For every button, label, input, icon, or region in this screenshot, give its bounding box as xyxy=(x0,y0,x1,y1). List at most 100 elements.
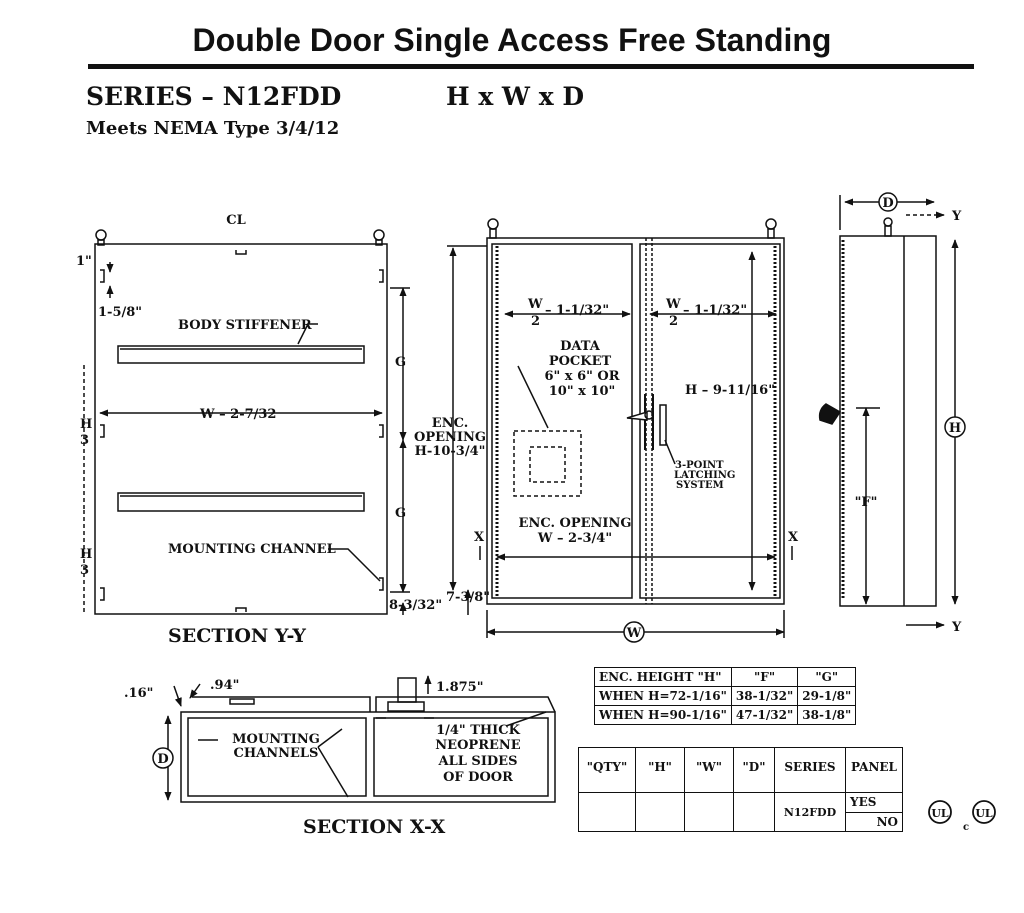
h-header: "H" xyxy=(635,747,685,793)
w-half-num-left: W xyxy=(527,297,543,312)
title-rule xyxy=(88,64,974,69)
enc-opening-w-line-2: W – 2-3/4" xyxy=(537,531,612,546)
data-pocket-outer xyxy=(513,430,582,497)
table-header-cell: "G" xyxy=(797,667,857,687)
lifting-eye-icon xyxy=(765,218,777,239)
qty-input-cell[interactable] xyxy=(578,792,636,832)
body-stiffener-lower xyxy=(117,492,365,512)
mounting-channel-label: MOUNTING CHANNEL xyxy=(168,542,336,557)
section-yy-label: SECTION Y-Y xyxy=(168,625,306,647)
h-input-cell[interactable] xyxy=(635,792,685,832)
mounting-channels-line-1: MOUNTING xyxy=(232,732,320,747)
neoprene-line-3: ALL SIDES xyxy=(438,754,518,769)
dim-1-5-8: 1-5/8" xyxy=(98,305,142,320)
side-handle-icon xyxy=(818,403,842,425)
table-row: N12FDD YES xyxy=(578,792,903,832)
ul-c-text: c xyxy=(963,822,969,833)
lifting-eye-icon xyxy=(373,229,385,246)
panel-no-option[interactable]: NO xyxy=(845,811,903,832)
xx-enclosure-outline xyxy=(180,711,556,803)
height-table: ENC. HEIGHT "H" "F" "G" WHEN H=72-1/16" … xyxy=(594,667,857,725)
ul-text: UL xyxy=(931,807,949,820)
table-cell: WHEN H=72-1/16" xyxy=(594,686,732,706)
table-row: ENC. HEIGHT "H" "F" "G" xyxy=(594,667,857,687)
h-third-den-upper: 3 xyxy=(80,433,89,448)
table-cell: 29-1/8" xyxy=(797,686,857,706)
w-half-num-right: W xyxy=(665,297,681,312)
data-pocket-line-2: POCKET xyxy=(549,354,612,369)
latch-line-1: 3-POINT xyxy=(675,460,724,471)
data-pocket-inner xyxy=(529,446,566,483)
d-circle-label: D xyxy=(882,196,893,211)
body-stiffener-label: BODY STIFFENER xyxy=(178,318,312,333)
lifting-eye-icon xyxy=(95,229,107,246)
door-left xyxy=(491,243,633,599)
y-marker-bottom: Y xyxy=(951,620,962,635)
neoprene-line-2: NEOPRENE xyxy=(435,738,520,753)
data-pocket-line-3: 6" x 6" OR xyxy=(544,369,619,384)
enc-opening-w-line-1: ENC. OPENING xyxy=(519,516,632,531)
dim-1-875: 1.875" xyxy=(436,680,483,695)
lifting-eye-icon xyxy=(487,218,499,239)
table-header-cell: "F" xyxy=(730,667,799,687)
door-right xyxy=(639,243,781,599)
qty-header: "QTY" xyxy=(578,747,636,793)
front-view xyxy=(447,218,793,643)
side-enclosure-outline xyxy=(839,235,937,607)
d-circle-label-xx: D xyxy=(157,752,168,767)
dim-0-16: .16" xyxy=(124,686,153,701)
mounting-channels-line-2: CHANNELS xyxy=(234,746,319,761)
front-enclosure-outline xyxy=(486,237,785,605)
dim-7-3-8: 7-3/8" xyxy=(446,590,490,605)
neoprene-line-1: 1/4" THICK xyxy=(436,723,521,738)
w-half-suffix-right: – 1-1/32" xyxy=(683,303,747,318)
latch-handle-icon xyxy=(626,394,667,450)
h-circle-label: H xyxy=(949,421,961,436)
table-row: WHEN H=90-1/16" 47-1/32" 38-1/8" xyxy=(594,705,857,725)
d-input-cell[interactable] xyxy=(733,792,775,832)
nema-rating: Meets NEMA Type 3/4/12 xyxy=(86,118,340,139)
table-header-cell: ENC. HEIGHT "H" xyxy=(594,667,732,687)
table-cell: WHEN H=90-1/16" xyxy=(594,705,732,725)
h-minus-dim: H – 9-11/16" xyxy=(685,383,775,398)
table-row: NO xyxy=(579,811,903,832)
neoprene-line-4: OF DOOR xyxy=(443,770,513,785)
series-label: SERIES – N12FDD xyxy=(86,82,342,111)
side-view xyxy=(818,192,966,629)
latch-line-3: SYSTEM xyxy=(676,480,724,491)
x-marker-right: X xyxy=(788,530,799,545)
section-xx-label: SECTION X-X xyxy=(303,816,445,838)
w-half-suffix-left: – 1-1/32" xyxy=(545,303,609,318)
h-third-num-upper: H xyxy=(80,417,92,432)
w-dim-label: W – 2-7/32 xyxy=(199,407,276,422)
section-yy xyxy=(83,229,410,615)
table-row: WHEN H=72-1/16" 38-1/32" 29-1/8" xyxy=(594,686,857,706)
y-marker-top: Y xyxy=(951,209,962,224)
w-input-cell[interactable] xyxy=(684,792,734,832)
d-header: "D" xyxy=(733,747,775,793)
h-third-den-lower: 3 xyxy=(80,563,89,578)
latch-hub-icon xyxy=(376,677,434,719)
dim-1-inch: 1" xyxy=(76,254,92,269)
w-half-den-right: 2 xyxy=(669,314,678,329)
h-third-num-lower: H xyxy=(80,547,92,562)
enc-opening-h-line-1: ENC. xyxy=(432,416,468,431)
lifting-eye-icon xyxy=(883,217,893,237)
body-stiffener-upper xyxy=(117,345,365,364)
section-xx xyxy=(152,675,556,803)
series-value-cell: N12FDD xyxy=(774,792,846,832)
latch-line-2: LATCHING xyxy=(674,470,735,481)
centerline-label: CL xyxy=(226,213,246,228)
table-cell: 38-1/32" xyxy=(730,686,799,706)
enc-opening-h-line-3: H-10-3/4" xyxy=(415,444,486,459)
order-table: "QTY" "H" "W" "D" SERIES PANEL N12FDD YE… xyxy=(578,747,903,832)
data-pocket-line-1: DATA xyxy=(560,339,601,354)
data-pocket-line-4: 10" x 10" xyxy=(549,384,616,399)
w-circle-label: W xyxy=(626,626,642,641)
f-dim-label: "F" xyxy=(855,495,878,510)
panel-yes-option[interactable]: YES xyxy=(845,792,903,813)
dim-0-94: .94" xyxy=(210,678,239,693)
ul-listed-icon: UL xyxy=(928,800,952,824)
table-cell: 38-1/8" xyxy=(797,705,857,725)
g-dim-upper: G xyxy=(395,355,406,370)
